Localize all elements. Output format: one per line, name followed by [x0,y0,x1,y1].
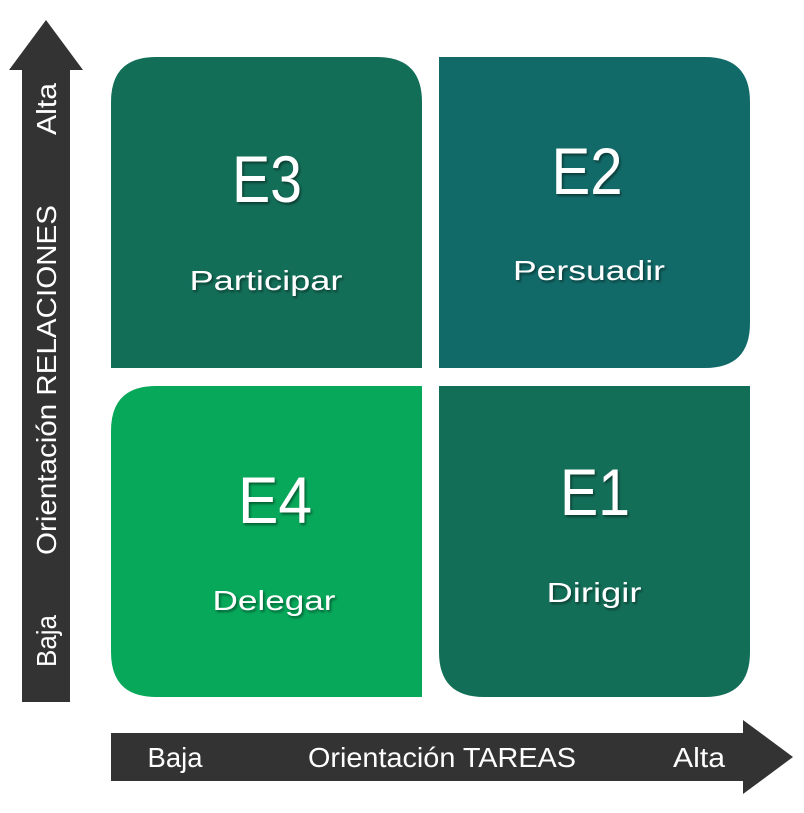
quadrant-e2: E2 Persuadir [439,57,750,368]
quadrant-e1-label: Dirigir [547,577,642,608]
y-axis-arrow: Alta Orientación RELACIONES Baja [9,20,83,702]
x-axis-high-label: Alta [673,742,725,773]
quadrant-e3: E3 Participar [111,57,422,368]
quadrant-e4: E4 Delegar [111,386,422,697]
quadrant-e4-label: Delegar [213,585,336,616]
quadrant-e1: E1 Dirigir [439,386,750,697]
quadrant-e2-code: E2 [552,134,623,208]
x-axis-low-label: Baja [148,742,203,773]
quadrant-e3-label: Participar [190,265,343,296]
quadrant-e2-label: Persuadir [513,255,665,286]
y-axis-low-label: Baja [31,615,62,667]
x-axis-arrow-shape [111,720,793,794]
quadrant-e1-box [439,386,750,697]
x-axis-arrow: Baja Orientación TAREAS Alta [111,720,793,794]
y-axis-high-label: Alta [31,83,62,135]
quadrant-e1-code: E1 [560,455,630,529]
quadrant-e4-box [111,386,422,697]
quadrant-e4-code: E4 [238,463,312,537]
y-axis-title: Orientación RELACIONES [31,205,62,555]
quadrant-e2-box [439,57,750,368]
y-axis-arrow-shape [9,20,83,702]
quadrant-e3-code: E3 [232,142,302,216]
x-axis-title: Orientación TAREAS [308,742,576,773]
quadrant-e3-box [111,57,422,368]
